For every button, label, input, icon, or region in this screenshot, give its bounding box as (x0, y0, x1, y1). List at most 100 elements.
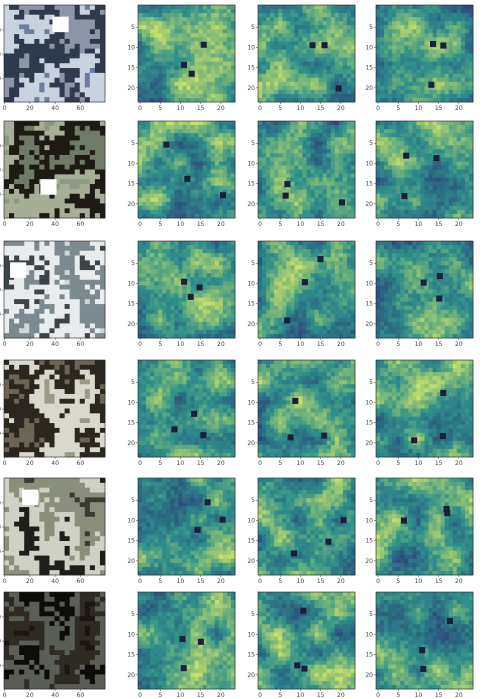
x-tick-label: 0 (3, 578, 7, 585)
y-tick-label: 10 (127, 160, 135, 167)
y-tick-label: 20 (365, 440, 373, 447)
y-tick-label: 20 (0, 27, 1, 34)
x-tick-label: 0 (3, 105, 7, 112)
x-tick-label: 15 (435, 341, 443, 348)
x-tick-label: 20 (26, 341, 34, 348)
x-tick-label: 40 (51, 221, 59, 228)
map-hotspot (420, 279, 427, 286)
y-tick-label: 5 (369, 611, 373, 618)
y-tick-label: 20 (127, 558, 135, 565)
x-tick-label: 10 (297, 341, 305, 348)
map-hotspot (171, 426, 178, 433)
x-tick-label: 0 (138, 105, 142, 112)
y-tick-label: 20 (127, 321, 135, 328)
y-tick-label: 20 (127, 440, 135, 447)
input-image-person: 0204060204060 (0, 477, 106, 585)
x-tick-label: 10 (177, 578, 185, 585)
y-tick-label: 10 (127, 517, 135, 524)
y-tick-label: 5 (251, 497, 255, 504)
x-tick-label: 40 (51, 578, 59, 585)
y-tick-label: 15 (247, 301, 255, 308)
x-tick-label: 10 (177, 105, 185, 112)
x-tick-label: 20 (337, 692, 345, 699)
y-tick-label: 10 (127, 280, 135, 287)
map-hotspot (321, 432, 328, 439)
x-tick-label: 0 (376, 105, 380, 112)
x-tick-label: 20 (455, 341, 463, 348)
map-hotspot (197, 638, 204, 645)
x-tick-label: 20 (455, 221, 463, 228)
y-tick-label: 20 (247, 558, 255, 565)
x-tick-label: 20 (455, 105, 463, 112)
x-tick-label: 20 (26, 578, 34, 585)
x-tick-label: 20 (217, 105, 225, 112)
input-image-dog: 0204060204060 (0, 359, 106, 467)
occluder-patch (52, 16, 69, 33)
x-tick-label: 15 (435, 460, 443, 467)
map-hotspot (292, 397, 299, 404)
y-tick-label: 5 (251, 24, 255, 31)
x-tick-label: 15 (197, 578, 205, 585)
map-hotspot (444, 510, 451, 517)
y-tick-label: 15 (127, 420, 135, 427)
y-tick-label: 5 (369, 379, 373, 386)
map-hotspot (439, 432, 446, 440)
x-tick-label: 20 (26, 221, 34, 228)
map-hotspot (188, 70, 195, 77)
map-hotspot (290, 550, 297, 557)
x-tick-label: 0 (138, 692, 142, 699)
map-hotspot (338, 199, 346, 206)
input-image-stork: 0204060204060 (0, 120, 106, 228)
y-tick-label: 15 (247, 538, 255, 545)
y-tick-label: 5 (131, 24, 135, 31)
y-tick-label: 15 (365, 65, 373, 72)
x-tick-label: 60 (77, 221, 85, 228)
x-tick-label: 5 (396, 221, 400, 228)
map-hotspot (440, 389, 447, 397)
x-tick-label: 0 (138, 341, 142, 348)
occluder-patch (10, 262, 27, 278)
x-tick-label: 0 (3, 692, 7, 699)
map-hotspot (309, 42, 316, 49)
x-tick-label: 15 (197, 105, 205, 112)
x-tick-label: 20 (217, 692, 225, 699)
x-tick-label: 0 (258, 460, 262, 467)
y-tick-label: 40 (0, 524, 1, 531)
y-tick-label: 40 (0, 406, 1, 413)
y-tick-label: 10 (247, 517, 255, 524)
y-tick-label: 10 (247, 44, 255, 51)
x-tick-label: 5 (396, 460, 400, 467)
x-tick-label: 20 (455, 692, 463, 699)
y-tick-label: 5 (369, 260, 373, 267)
y-tick-label: 10 (127, 631, 135, 638)
x-tick-label: 15 (197, 221, 205, 228)
x-tick-label: 20 (455, 460, 463, 467)
x-tick-label: 0 (258, 692, 262, 699)
x-tick-label: 20 (455, 578, 463, 585)
x-tick-label: 10 (415, 341, 423, 348)
x-tick-label: 0 (258, 578, 262, 585)
map-hotspot (440, 42, 447, 49)
y-tick-label: 15 (127, 181, 135, 188)
y-tick-label: 20 (247, 672, 255, 679)
map-hotspot (321, 42, 328, 49)
x-tick-label: 0 (376, 341, 380, 348)
x-tick-label: 15 (317, 341, 325, 348)
x-tick-label: 20 (26, 105, 34, 112)
x-tick-label: 10 (415, 460, 423, 467)
x-tick-label: 20 (217, 460, 225, 467)
x-tick-label: 10 (177, 221, 185, 228)
y-tick-label: 20 (247, 85, 255, 92)
x-tick-label: 40 (51, 460, 59, 467)
y-tick-label: 5 (369, 140, 373, 147)
y-tick-label: 20 (247, 440, 255, 447)
